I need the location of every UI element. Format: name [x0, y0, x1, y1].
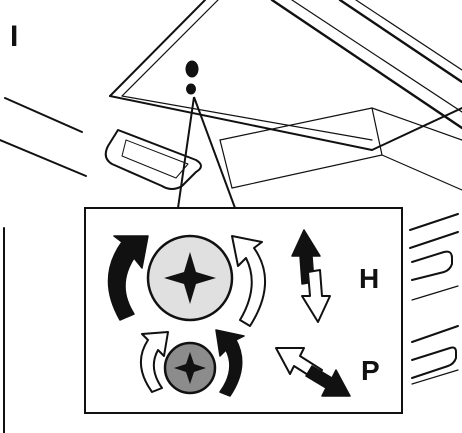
height-adjustment-label: H: [359, 263, 380, 294]
lower-adjustment-hole: [186, 83, 196, 95]
rotation-arrows-large: [107, 235, 266, 327]
upper-adjustment-hole: [185, 60, 199, 78]
pitch-adjustment-label: P: [361, 355, 380, 386]
panel-label: I: [10, 20, 19, 53]
diagonal-double-arrow-icon: [275, 347, 351, 397]
vertical-double-arrow-icon: [291, 229, 331, 323]
callout-pointer: [177, 96, 236, 209]
large-screw-icon: [146, 234, 234, 322]
rotation-arrows-small: [140, 329, 245, 397]
small-screw-icon: [163, 341, 217, 395]
